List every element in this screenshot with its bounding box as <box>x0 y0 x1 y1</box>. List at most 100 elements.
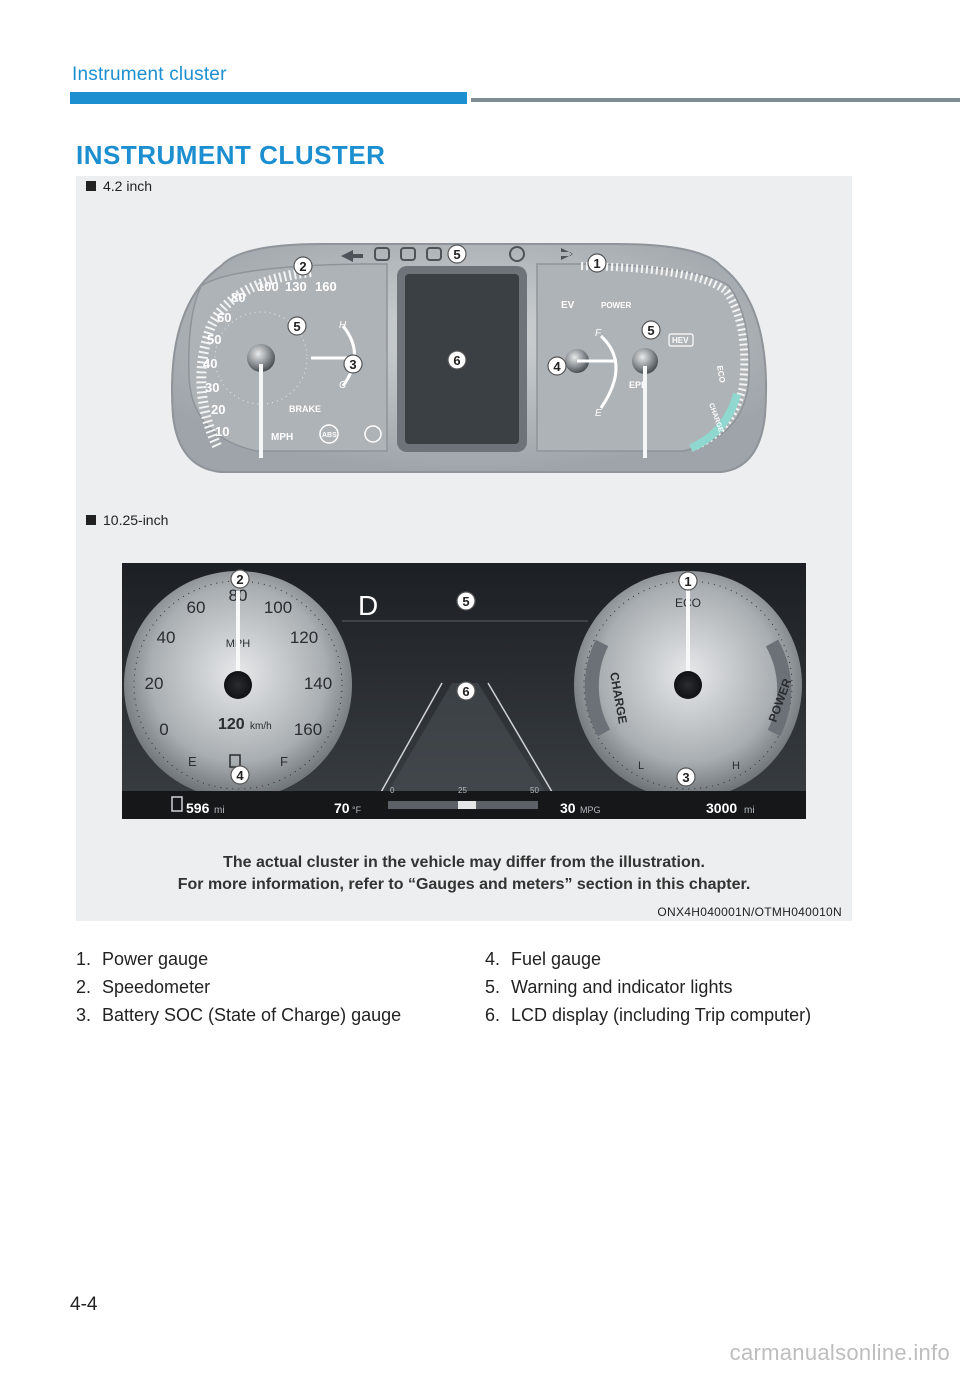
legend-item: 3.Battery SOC (State of Charge) gauge <box>76 1001 401 1029</box>
callout-label: 3 <box>349 357 356 372</box>
speed-tick: 50 <box>207 332 221 347</box>
callout-label: 3 <box>682 770 689 785</box>
temp-high-label: H <box>339 320 347 331</box>
callout-3 <box>676 767 696 787</box>
charge-band <box>584 639 611 737</box>
speed-tick-labels: 10 20 30 40 50 60 80 100 130 160 <box>203 279 337 439</box>
fuel-gauge-arc <box>599 334 618 409</box>
fuel-range-icon <box>171 796 183 812</box>
power-hub <box>674 671 702 699</box>
speed-tick: 20 <box>145 674 164 693</box>
callout-3 <box>343 354 363 374</box>
figure-panel: 4.2 inch <box>76 176 852 921</box>
speed-tick: 120 <box>290 628 318 647</box>
soc-low-label: L <box>638 760 644 772</box>
large-cluster-illustration: D 0 20 40 60 80 100 120 140 160 MPH 120 … <box>122 563 806 819</box>
running-header: Instrument cluster <box>72 64 227 85</box>
bullet-square-icon <box>86 181 96 191</box>
bar-tick: 50 <box>530 786 539 795</box>
legend-list-right: 4.Fuel gauge 5. Warning and indicator lig… <box>485 945 811 1029</box>
gear-indicator: D <box>358 590 378 621</box>
callout-5 <box>447 244 467 264</box>
callout-5 <box>287 316 307 336</box>
fuel-empty-label: E <box>188 754 197 769</box>
legend-item: 4.Fuel gauge <box>485 945 811 973</box>
top-indicator-row <box>341 246 573 262</box>
speedometer-knob <box>247 344 275 372</box>
ev-label: EV <box>561 300 575 311</box>
speed-unit-label: MPH <box>271 432 293 443</box>
legend-list-left: 1.Power gauge 2.Speedometer 3.Battery SO… <box>76 945 401 1029</box>
headlight-icon <box>400 247 416 261</box>
figure-code: ONX4H040001N/OTMH040010N <box>657 905 842 919</box>
bar-tick: 0 <box>390 786 395 795</box>
power-label: POWER <box>601 301 631 310</box>
callout-5 <box>641 320 661 340</box>
callout-label: 6 <box>462 684 469 699</box>
auto-light-icon <box>374 247 390 261</box>
speed-tick: 60 <box>187 598 206 617</box>
speed-tick: 160 <box>315 279 337 294</box>
speed-tick: 100 <box>264 598 292 617</box>
legend-number: 3. <box>76 1005 92 1025</box>
callout-label: 2 <box>236 572 243 587</box>
callout-4 <box>547 356 567 376</box>
callout-label: 5 <box>647 323 654 338</box>
speed-tick: 160 <box>294 720 322 739</box>
road-graphic <box>372 683 562 819</box>
charge-zone-arc <box>689 392 741 452</box>
speed-tick: 10 <box>215 424 229 439</box>
bar-tick: 25 <box>458 786 467 795</box>
power-band <box>765 639 792 737</box>
soc-high-label: H <box>732 760 740 772</box>
callout-label: 5 <box>293 319 300 334</box>
tpms-icon <box>364 425 382 443</box>
temp-low-label: C <box>339 380 347 391</box>
callout-1 <box>587 253 607 273</box>
figure-caption: The actual cluster in the vehicle may di… <box>76 852 852 896</box>
callout-2 <box>293 256 313 276</box>
legend-text: Fuel gauge <box>511 949 602 969</box>
callout-6 <box>456 681 476 701</box>
odo-value: 3000 <box>706 800 737 816</box>
callout-5 <box>456 591 476 611</box>
speedometer-panel <box>188 263 388 452</box>
page-number: 4-4 <box>70 1294 98 1315</box>
temp-value: 70 <box>334 800 350 816</box>
energy-flow-fill <box>458 801 476 809</box>
brake-label: BRAKE <box>289 404 321 414</box>
fuel-full-label: F <box>280 754 288 769</box>
legend-number: 5. <box>485 977 501 997</box>
callout-label: 1 <box>593 256 600 271</box>
header-rule-gray <box>471 98 960 102</box>
large-callouts: 1 2 3 4 5 6 <box>230 569 698 787</box>
callout-2 <box>230 569 250 589</box>
caption-line-2: For more information, refer to “Gauges a… <box>177 876 751 893</box>
fuel-full-label: F <box>595 328 602 339</box>
speed-tick: 40 <box>157 628 176 647</box>
legend-text: Power gauge <box>102 949 209 969</box>
legend-item: 1.Power gauge <box>76 945 401 973</box>
power-knob <box>632 348 658 374</box>
figure-label-large-text: 10.25-inch <box>103 512 169 528</box>
eco-label: ECO <box>715 365 727 384</box>
speed-tick: 130 <box>285 279 307 294</box>
callout-label: 5 <box>462 594 469 609</box>
legend-text: Warning and indicator lights <box>511 977 733 997</box>
callout-label: 4 <box>236 768 244 783</box>
legend-item: 6.LCD display (including Trip computer) <box>485 1001 811 1029</box>
callout-label: 5 <box>453 247 460 262</box>
callout-label: 6 <box>453 353 460 368</box>
callout-1 <box>678 571 698 591</box>
bullet-square-icon <box>86 515 96 525</box>
caption-line-1: The actual cluster in the vehicle may di… <box>223 854 705 871</box>
speed-tick: 20 <box>211 402 225 417</box>
figure-label-small: 4.2 inch <box>86 178 152 194</box>
fuel-empty-label: E <box>595 408 602 419</box>
callout-4 <box>230 765 250 785</box>
range-unit: mi <box>214 805 225 816</box>
turn-left-arrow-icon <box>341 250 363 262</box>
callout-label: 1 <box>684 574 691 589</box>
abs-icon <box>319 424 339 444</box>
speed-tick: 140 <box>304 674 332 693</box>
